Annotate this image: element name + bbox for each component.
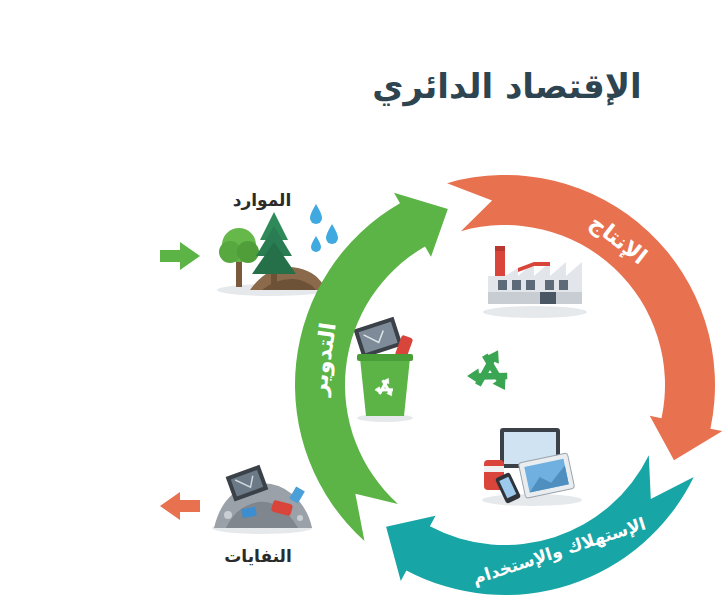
recycle-bin-icon — [354, 317, 414, 422]
factory-icon — [483, 246, 587, 318]
arc-arrow — [447, 175, 722, 460]
devices-icon — [482, 428, 582, 506]
resources-icon — [217, 204, 338, 296]
arc-shape — [275, 155, 722, 600]
arc-arrow — [386, 455, 694, 595]
side-label: الموارد — [233, 190, 292, 210]
stage-label: الإستهلاك والإستخدام — [470, 513, 648, 588]
arc-shape — [275, 155, 722, 600]
stage-label: الإنتاج — [584, 210, 652, 271]
arc-arrow — [295, 193, 448, 541]
production-arc: الإنتاج — [275, 155, 722, 600]
stage-label: التدوير — [305, 321, 341, 397]
output-arrow — [160, 492, 200, 520]
waste-icon — [212, 465, 312, 534]
arc-shape — [275, 155, 722, 600]
diagram-title: الإقتصاد الدائري — [372, 66, 641, 107]
input-arrow — [160, 242, 200, 270]
recycle-symbol — [468, 351, 507, 394]
recycling-arc: التدوير — [275, 155, 722, 600]
side-label: النفايات — [224, 546, 292, 566]
consumption-arc: الإستهلاك والإستخدام — [275, 155, 722, 600]
